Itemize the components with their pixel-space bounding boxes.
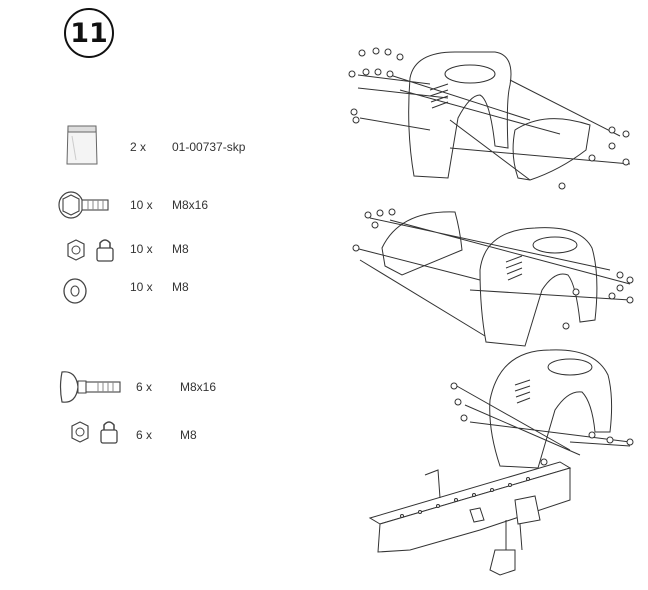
part-row-washer: 10 x M8 <box>0 274 320 314</box>
part-row-lock-nut: 10 x M8 <box>0 234 320 274</box>
part-row-lock-nut-2: 6 x M8 <box>0 418 320 458</box>
lock-nut-icon <box>71 421 118 444</box>
part-spec: M8 <box>180 428 197 442</box>
fender-middle <box>354 211 631 347</box>
part-quantity: 6 x <box>136 380 153 394</box>
part-row-flange-bolt: 10 x M8x16 <box>0 188 320 228</box>
part-quantity: 10 x <box>130 280 153 294</box>
bag-icon <box>66 125 98 165</box>
carriage-bolt-icon <box>59 371 121 403</box>
part-spec: M8 <box>172 242 189 256</box>
part-spec: 01-00737-skp <box>172 140 246 154</box>
fender-bottom <box>454 349 631 469</box>
part-spec: M8x16 <box>180 380 217 394</box>
part-row-bag: 2 x 01-00737-skp <box>0 120 320 165</box>
washer-icon <box>63 278 87 304</box>
part-row-carriage-bolt: 6 x M8x16 <box>0 368 320 408</box>
part-quantity: 2 x <box>130 140 147 154</box>
flange-bolt-icon <box>58 191 109 219</box>
part-quantity: 10 x <box>130 198 153 212</box>
step-number-badge: 11 <box>64 8 114 58</box>
frame-rail <box>368 461 572 576</box>
lock-nut-icon <box>67 239 114 262</box>
step-number: 11 <box>70 17 108 49</box>
fender-top <box>357 51 631 181</box>
part-spec: M8x16 <box>172 198 209 212</box>
part-spec: M8 <box>172 280 189 294</box>
part-quantity: 6 x <box>136 428 153 442</box>
part-quantity: 10 x <box>130 242 153 256</box>
exploded-assembly-diagram <box>348 47 634 576</box>
